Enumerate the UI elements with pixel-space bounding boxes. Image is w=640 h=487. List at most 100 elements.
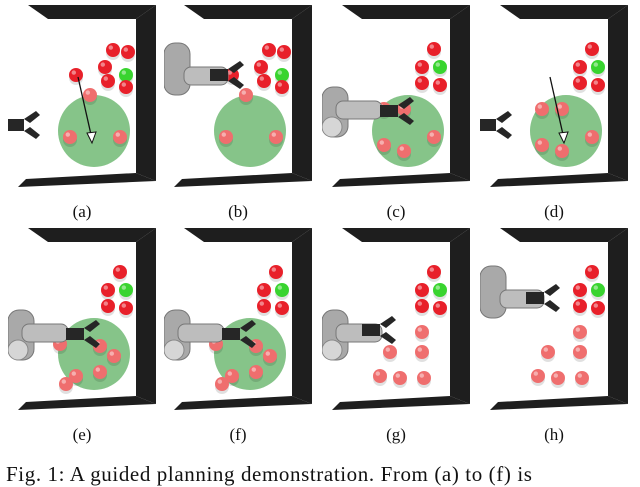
ball bbox=[257, 74, 271, 91]
ball bbox=[269, 265, 283, 282]
ball bbox=[591, 78, 605, 95]
back-wall bbox=[500, 5, 628, 19]
front-wall bbox=[490, 396, 628, 410]
subfigure-panel bbox=[322, 228, 470, 416]
ball bbox=[263, 349, 277, 366]
ball bbox=[535, 138, 549, 155]
scene-image bbox=[164, 228, 312, 416]
ball bbox=[415, 325, 429, 342]
scene-image bbox=[480, 228, 628, 416]
ball bbox=[257, 283, 271, 300]
back-wall bbox=[184, 228, 312, 242]
front-wall bbox=[18, 396, 156, 410]
ball bbox=[433, 78, 447, 95]
ball bbox=[254, 60, 268, 77]
ball bbox=[573, 325, 587, 342]
front-wall bbox=[18, 173, 156, 187]
subfigure-label: (f) bbox=[229, 425, 247, 444]
back-wall bbox=[28, 228, 156, 242]
ball bbox=[415, 299, 429, 316]
ball bbox=[393, 371, 407, 388]
target-ball bbox=[433, 60, 447, 77]
robot-gripper bbox=[380, 97, 414, 125]
ball bbox=[541, 345, 555, 362]
back-wall bbox=[28, 5, 156, 19]
motion-arrow bbox=[77, 76, 97, 145]
right-wall bbox=[292, 228, 312, 404]
subfigure-panel bbox=[480, 5, 628, 193]
subfigure-label: (e) bbox=[72, 425, 92, 444]
ball bbox=[585, 265, 599, 282]
ball bbox=[239, 88, 253, 105]
scene-image bbox=[164, 5, 312, 193]
subfigure-panel bbox=[164, 5, 312, 193]
ball bbox=[427, 130, 441, 147]
ball bbox=[107, 349, 121, 366]
ball bbox=[275, 301, 289, 318]
scene-image bbox=[480, 5, 628, 193]
ball bbox=[69, 68, 83, 85]
right-wall bbox=[608, 5, 628, 181]
front-wall bbox=[332, 396, 470, 410]
robot-gripper bbox=[8, 111, 40, 139]
target-ball bbox=[591, 283, 605, 300]
ball bbox=[119, 301, 133, 318]
subfigure-panel bbox=[322, 5, 470, 193]
goal-zone bbox=[530, 95, 602, 167]
subfigure-panel bbox=[8, 228, 156, 416]
back-wall bbox=[500, 228, 628, 242]
ball bbox=[63, 130, 77, 147]
ball bbox=[257, 299, 271, 316]
robot-gripper bbox=[66, 320, 100, 348]
scene-floor bbox=[480, 228, 628, 416]
ball bbox=[249, 365, 263, 382]
front-wall bbox=[174, 173, 312, 187]
ball bbox=[573, 299, 587, 316]
goal-zone bbox=[58, 95, 130, 167]
subfigure-label: (d) bbox=[544, 202, 564, 221]
motion-arrow bbox=[549, 76, 569, 145]
ball bbox=[121, 45, 135, 62]
target-ball bbox=[119, 283, 133, 300]
ball bbox=[383, 345, 397, 362]
robot-gripper bbox=[480, 111, 512, 139]
ball bbox=[575, 371, 589, 388]
ball bbox=[551, 371, 565, 388]
ball bbox=[531, 369, 545, 386]
ball bbox=[98, 60, 112, 77]
front-wall bbox=[174, 396, 312, 410]
front-wall bbox=[490, 173, 628, 187]
goal-zone bbox=[214, 95, 286, 167]
subfigure-panel bbox=[480, 228, 628, 416]
ball bbox=[555, 144, 569, 161]
ball bbox=[93, 365, 107, 382]
right-wall bbox=[450, 228, 470, 404]
ball bbox=[275, 80, 289, 97]
ball bbox=[59, 377, 73, 394]
ball bbox=[415, 76, 429, 93]
robot-arm bbox=[322, 86, 383, 138]
right-wall bbox=[292, 5, 312, 181]
ball bbox=[277, 45, 291, 62]
right-wall bbox=[450, 5, 470, 181]
scene-image bbox=[8, 228, 156, 416]
back-wall bbox=[342, 5, 470, 19]
front-wall bbox=[332, 173, 470, 187]
ball bbox=[415, 60, 429, 77]
ball bbox=[415, 283, 429, 300]
ball bbox=[113, 265, 127, 282]
subfigure-label: (h) bbox=[544, 425, 564, 444]
ball bbox=[573, 283, 587, 300]
robot-gripper bbox=[526, 284, 560, 312]
robot-arm bbox=[164, 309, 225, 361]
right-wall bbox=[608, 228, 628, 404]
subfigure-panel bbox=[164, 228, 312, 416]
ball bbox=[83, 88, 97, 105]
ball bbox=[101, 283, 115, 300]
ball bbox=[591, 301, 605, 318]
subfigure-label: (c) bbox=[386, 202, 406, 221]
target-ball bbox=[433, 283, 447, 300]
ball bbox=[373, 369, 387, 386]
ball bbox=[573, 345, 587, 362]
right-wall bbox=[136, 228, 156, 404]
